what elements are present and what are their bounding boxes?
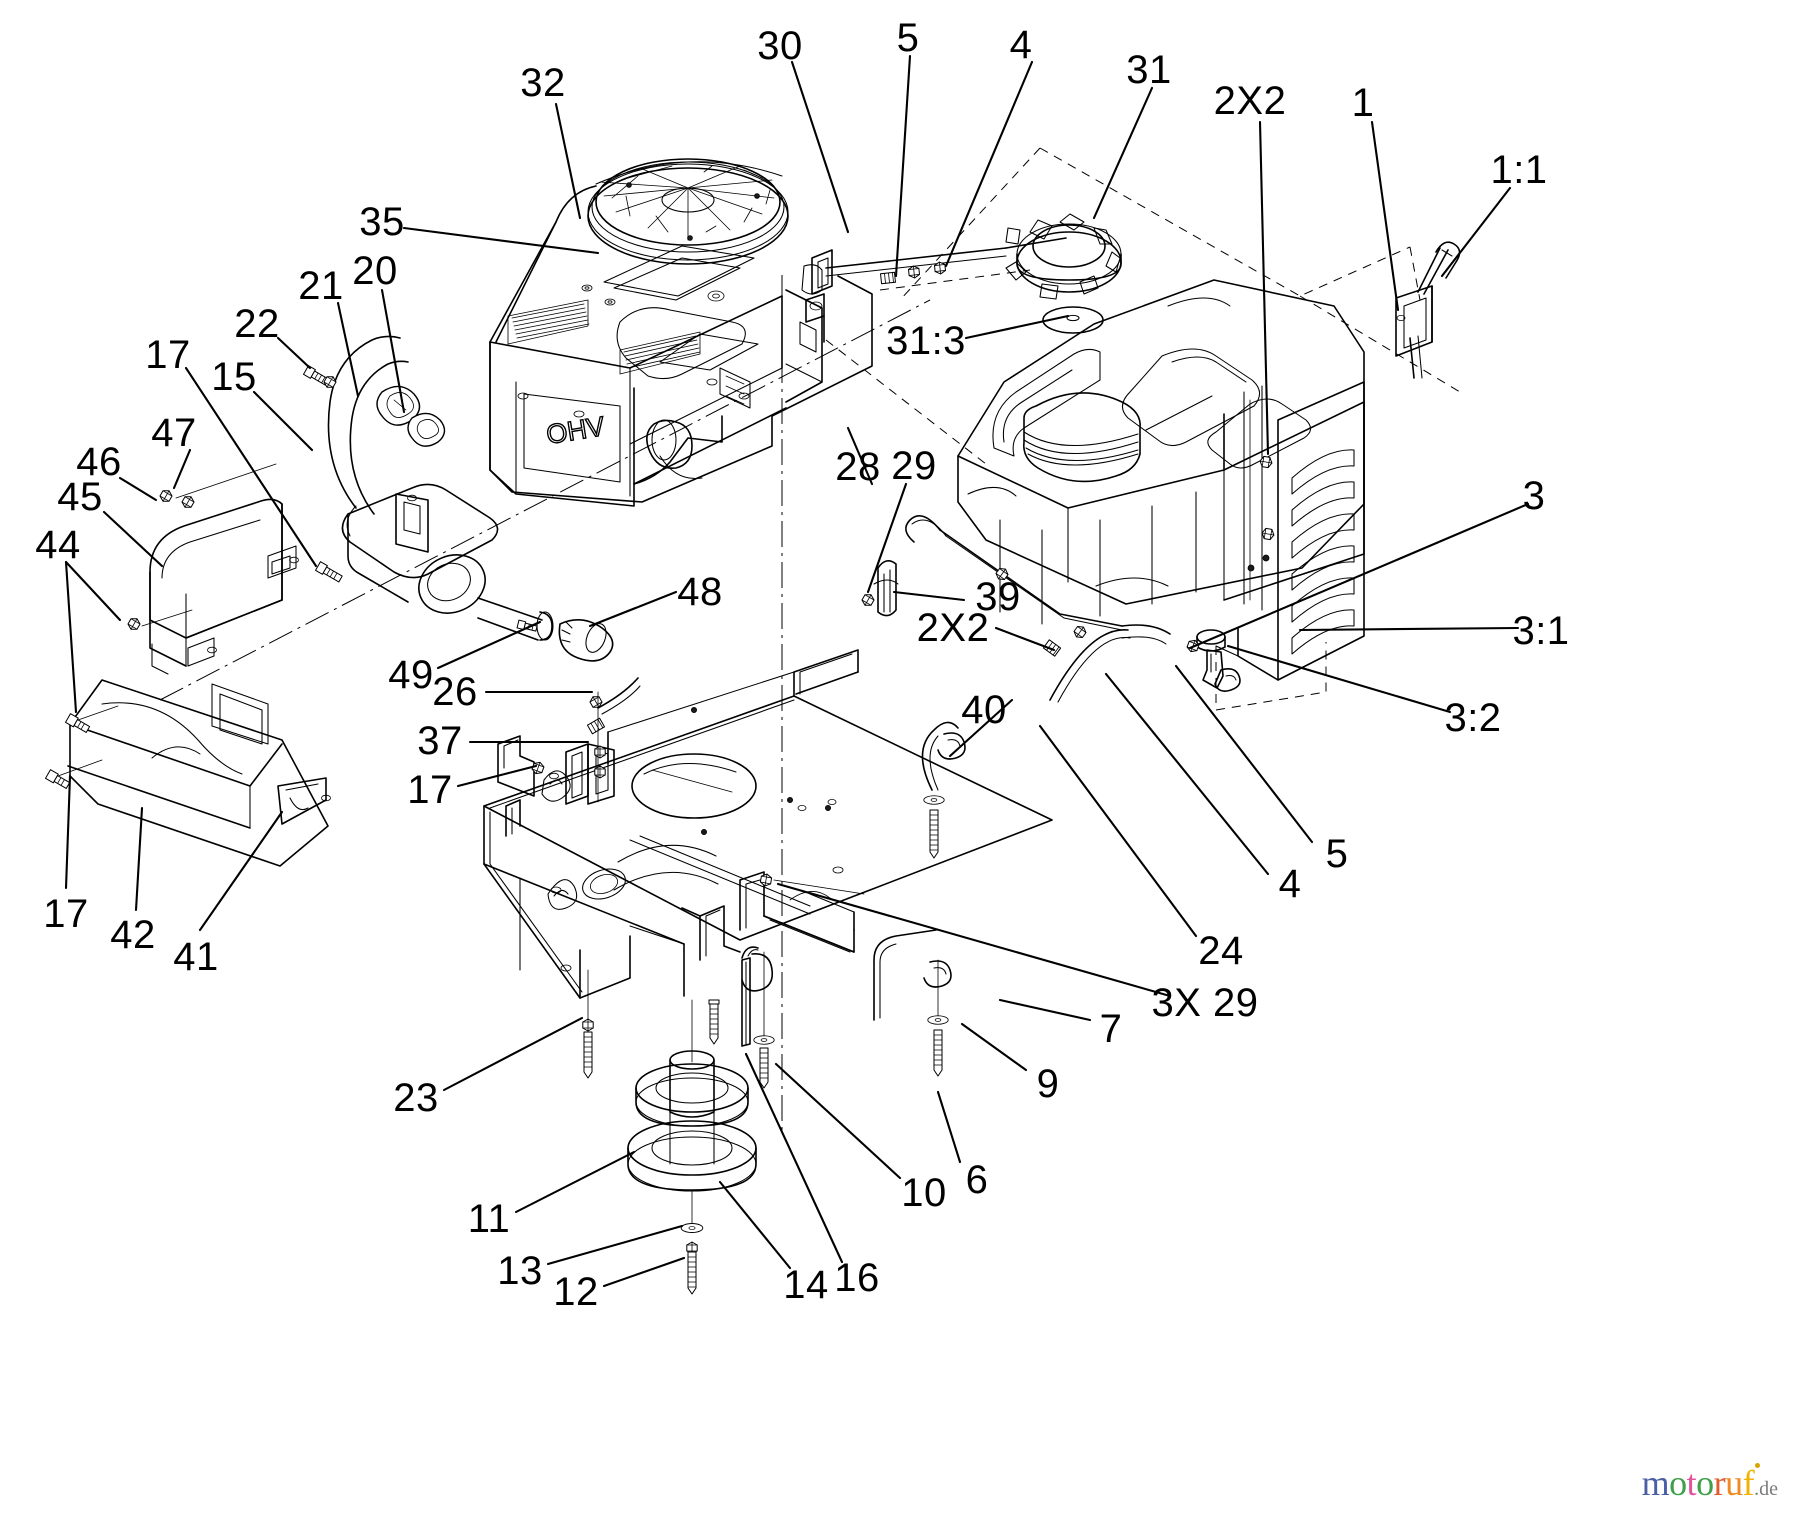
watermark-letter-m-0: m bbox=[1641, 1463, 1670, 1503]
callout-label-24: 24 bbox=[1198, 929, 1244, 973]
callout-label-14: 14 bbox=[783, 1263, 829, 1307]
callout-label-39: 39 bbox=[975, 575, 1021, 619]
callout-label-31: 31 bbox=[1126, 48, 1172, 92]
bracket-37-assembly bbox=[530, 677, 641, 805]
engine-assembly: OHV bbox=[489, 158, 873, 507]
callout-label-2x2: 2X2 bbox=[916, 606, 990, 650]
watermark-suffix: .de bbox=[1754, 1478, 1778, 1500]
callout-label-32: 32 bbox=[520, 61, 566, 105]
callout-label-22: 22 bbox=[234, 302, 280, 346]
callout-label-26: 26 bbox=[432, 670, 478, 714]
leader-lines bbox=[64, 54, 1530, 1288]
callout-label-44: 44 bbox=[35, 523, 81, 567]
fuel-tank-assembly bbox=[957, 213, 1365, 711]
watermark-letter-o-3: o bbox=[1696, 1463, 1714, 1503]
callout-label-7: 7 bbox=[1099, 1007, 1123, 1051]
callout-label-11: 11 bbox=[467, 1197, 511, 1241]
heat-shield-assembly bbox=[45, 463, 331, 867]
callout-label-1-1: 1:1 bbox=[1490, 148, 1548, 192]
watermark-letter-f-6: f bbox=[1742, 1463, 1760, 1503]
frame-assembly bbox=[483, 649, 1053, 999]
fuel-cap bbox=[1005, 213, 1122, 300]
callout-label-17: 17 bbox=[407, 768, 453, 812]
callout-label-9: 9 bbox=[1036, 1062, 1060, 1106]
watermark-letter-t-2: t bbox=[1686, 1463, 1697, 1503]
fuel-valve bbox=[1196, 629, 1241, 692]
callout-label-10: 10 bbox=[901, 1171, 947, 1215]
watermark-letter-r-4: r bbox=[1713, 1463, 1726, 1503]
control-cables bbox=[805, 237, 1241, 703]
callout-label-5: 5 bbox=[1325, 832, 1349, 876]
throttle-control-assembly bbox=[1395, 241, 1461, 379]
callout-label-16: 16 bbox=[834, 1256, 880, 1300]
callout-label-31-3: 31:3 bbox=[886, 319, 966, 363]
callout-label-3: 3 bbox=[1522, 474, 1546, 518]
callout-label-28: 28 bbox=[835, 445, 881, 489]
callout-label-40: 40 bbox=[961, 688, 1007, 732]
callout-label-20: 20 bbox=[352, 249, 398, 293]
callout-label-21: 21 bbox=[298, 264, 344, 308]
callout-label-49: 49 bbox=[388, 653, 434, 697]
callout-label-47: 47 bbox=[151, 411, 197, 455]
callout-label-30: 30 bbox=[757, 24, 803, 68]
callout-label-42: 42 bbox=[110, 913, 156, 957]
callout-label-3-2: 3:2 bbox=[1444, 696, 1502, 740]
callout-label-4: 4 bbox=[1278, 862, 1302, 906]
callout-label-29: 29 bbox=[891, 444, 937, 488]
rod-and-hardware bbox=[759, 721, 966, 1077]
motoruf-watermark: motoruf.de bbox=[1641, 1463, 1778, 1503]
callout-label-5: 5 bbox=[896, 16, 920, 60]
callout-label-2x2: 2X2 bbox=[1213, 79, 1287, 123]
callout-label-4: 4 bbox=[1009, 23, 1033, 67]
watermark-letter-o-1: o bbox=[1669, 1463, 1687, 1503]
callout-label-48: 48 bbox=[677, 570, 723, 614]
callout-label-35: 35 bbox=[359, 200, 405, 244]
watermark-letter-u-5: u bbox=[1725, 1463, 1743, 1503]
callout-label-1: 1 bbox=[1351, 81, 1375, 125]
callout-label-41: 41 bbox=[173, 935, 219, 979]
callout-label-3-1: 3:1 bbox=[1512, 609, 1570, 653]
callout-label-12: 12 bbox=[553, 1270, 599, 1314]
callout-label-13: 13 bbox=[497, 1249, 543, 1293]
callout-label-37: 37 bbox=[417, 719, 463, 763]
callout-label-17: 17 bbox=[145, 333, 191, 377]
callout-label-17: 17 bbox=[43, 892, 89, 936]
callout-label-15: 15 bbox=[211, 355, 257, 399]
pulley-assembly bbox=[582, 946, 775, 1295]
ohv-marking: OHV bbox=[544, 411, 606, 450]
callout-label-6: 6 bbox=[965, 1158, 989, 1202]
callout-label-46: 46 bbox=[76, 440, 122, 484]
callout-label-23: 23 bbox=[393, 1076, 439, 1120]
callout-label-3x-29: 3X 29 bbox=[1151, 981, 1259, 1025]
callout-label-45: 45 bbox=[57, 475, 103, 519]
cable-clip bbox=[873, 560, 899, 617]
